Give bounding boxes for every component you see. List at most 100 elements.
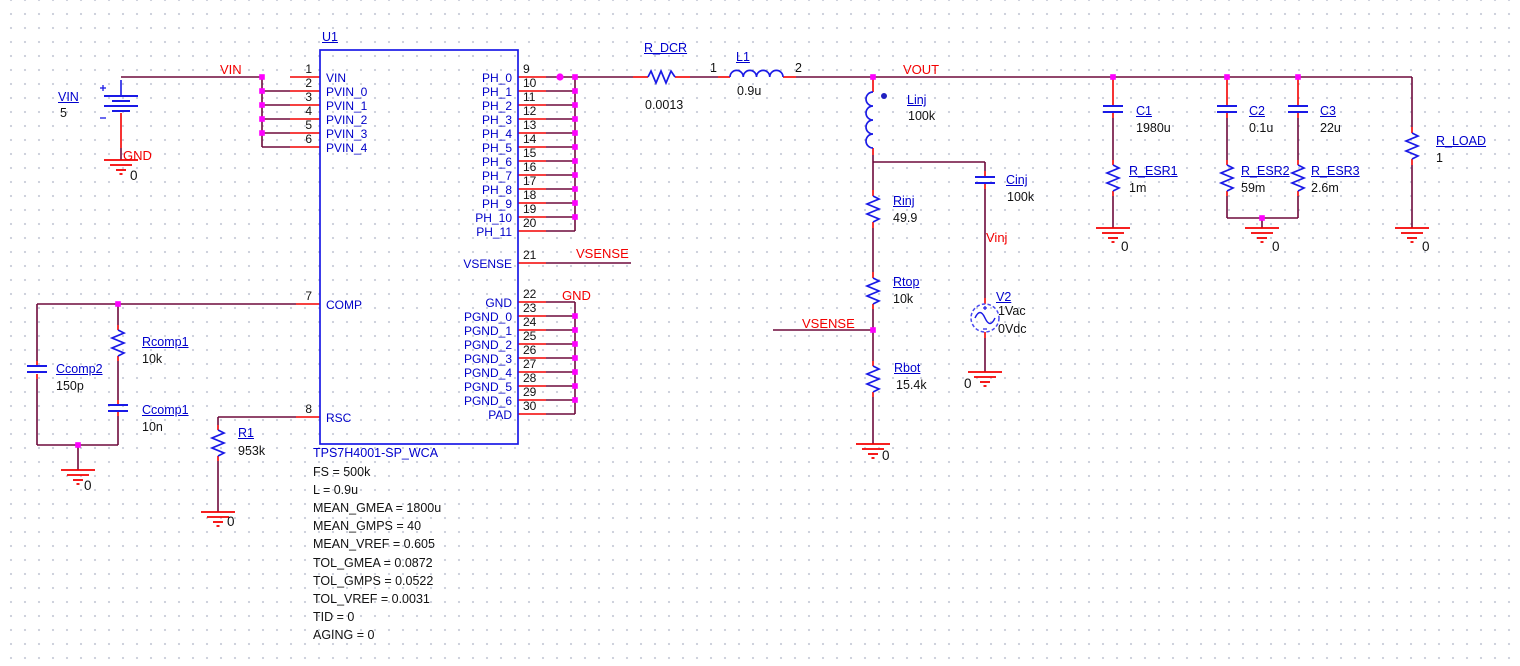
capacitor-c1-symbol — [1103, 105, 1123, 113]
u1-pin-name-pgnd_1: PGND_1 — [463, 324, 512, 338]
ground-symbols-layer[interactable] — [61, 159, 1429, 527]
u1-pin-name-ph_9: PH_9 — [481, 197, 512, 211]
u1-param-4: MEAN_VREF = 0.605 — [313, 537, 435, 552]
u1-pin-number-10: 10 — [523, 76, 537, 90]
u1-refdes[interactable]: U1 — [322, 30, 338, 44]
u1-pin-number-4: 4 — [305, 104, 312, 118]
c2-ref[interactable]: C2 — [1249, 104, 1265, 118]
u1-pin-name-ph_0: PH_0 — [481, 71, 512, 85]
r1-value[interactable]: 953k — [238, 444, 266, 458]
u1-pin-number-28: 28 — [523, 371, 537, 385]
component-symbols-layer[interactable] — [27, 68, 1421, 457]
v2-ref[interactable]: V2 — [996, 290, 1012, 304]
capacitor-ccomp2-symbol — [27, 365, 47, 373]
ccomp1-ref[interactable]: Ccomp1 — [142, 403, 189, 417]
c1-value[interactable]: 1980u — [1136, 121, 1171, 135]
u1-pin-number-18: 18 — [523, 188, 537, 202]
u1-pin-number-7: 7 — [305, 289, 312, 303]
u1-pin-name-pvin_1: PVIN_1 — [326, 99, 368, 113]
net-label-vout[interactable]: VOUT — [903, 62, 940, 77]
u1-pin-number-1: 1 — [305, 62, 312, 76]
resistor-r1-symbol — [209, 429, 227, 457]
u1-pin-number-17: 17 — [523, 174, 537, 188]
u1-pin-number-2: 2 — [305, 76, 312, 90]
u1-pin-number-19: 19 — [523, 202, 537, 216]
ground-comp — [61, 469, 95, 485]
u1-pin-name-ph_8: PH_8 — [481, 183, 512, 197]
cinj-value[interactable]: 100k — [1007, 190, 1035, 204]
u1-pin-number-25: 25 — [523, 329, 537, 343]
rinj-ref[interactable]: Rinj — [893, 194, 915, 208]
u1-pin-number-29: 29 — [523, 385, 537, 399]
l1-ref[interactable]: L1 — [736, 50, 750, 64]
rdcr-value[interactable]: 0.0013 — [645, 98, 684, 112]
rdcr-ref[interactable]: R_DCR — [644, 41, 688, 55]
rbot-ref[interactable]: Rbot — [894, 361, 921, 375]
r1-ref[interactable]: R1 — [238, 426, 254, 440]
u1-chip-body[interactable] — [319, 49, 519, 445]
linj-ref[interactable]: Linj — [907, 93, 927, 107]
vin-source-value[interactable]: 5 — [60, 106, 67, 120]
resistor-resr2-symbol — [1218, 164, 1236, 192]
u1-pin-name-ph_11: PH_11 — [476, 225, 512, 239]
net-label-gnd-pin22[interactable]: GND — [562, 288, 591, 303]
ccomp1-value[interactable]: 10n — [142, 420, 163, 434]
c2-value[interactable]: 0.1u — [1249, 121, 1274, 135]
c3-value[interactable]: 22u — [1320, 121, 1341, 135]
u1-pin-number-23: 23 — [523, 301, 537, 315]
u1-pin-number-13: 13 — [523, 118, 537, 132]
net-label-vin[interactable]: VIN — [220, 62, 242, 77]
u1-param-3: MEAN_GMPS = 40 — [313, 519, 422, 534]
vin-source-ref[interactable]: VIN — [58, 90, 79, 104]
net-label-vinj[interactable]: Vinj — [986, 230, 1008, 245]
net-label-vsense-pin21[interactable]: VSENSE — [576, 246, 629, 261]
v2-value-ac[interactable]: 1Vac — [998, 304, 1026, 318]
ccomp2-value[interactable]: 150p — [56, 379, 84, 393]
rbot-value[interactable]: 15.4k — [896, 378, 927, 392]
vin-battery-symbol — [100, 80, 138, 119]
l1-pin1-number: 1 — [710, 61, 717, 75]
resistor-resr1-symbol — [1104, 164, 1122, 192]
rload-value[interactable]: 1 — [1436, 151, 1443, 165]
rtop-value[interactable]: 10k — [893, 292, 914, 306]
u1-pin-name-pgnd_2: PGND_2 — [463, 338, 512, 352]
rcomp1-ref[interactable]: Rcomp1 — [142, 335, 189, 349]
c1-ref[interactable]: C1 — [1136, 104, 1152, 118]
rinj-value[interactable]: 49.9 — [893, 211, 918, 225]
ground-0-label-rbot: 0 — [882, 448, 890, 463]
resistor-rcomp1-symbol — [109, 329, 127, 357]
pin-stubs-layer[interactable] — [36, 76, 1413, 461]
cinj-ref[interactable]: Cinj — [1006, 173, 1028, 187]
u1-pin-number-24: 24 — [523, 315, 537, 329]
u1-pin-name-pgnd_4: PGND_4 — [463, 366, 512, 380]
net-label-gnd-source[interactable]: GND — [123, 148, 152, 163]
u1-param-6: TOL_GMPS = 0.0522 — [313, 573, 434, 588]
u1-param-5: TOL_GMEA = 0.0872 — [313, 555, 433, 570]
resr1-ref[interactable]: R_ESR1 — [1129, 164, 1178, 178]
l1-value[interactable]: 0.9u — [737, 84, 762, 98]
v2-value-dc[interactable]: 0Vdc — [998, 322, 1027, 336]
resr2-ref[interactable]: R_ESR2 — [1241, 164, 1290, 178]
u1-pin-number-21: 21 — [523, 248, 537, 262]
u1-pin-name-vin: VIN — [326, 71, 347, 85]
u1-pin-number-14: 14 — [523, 132, 537, 146]
rload-ref[interactable]: R_LOAD — [1436, 134, 1487, 148]
u1-pin-name-ph_1: PH_1 — [481, 85, 512, 99]
u1-pin-number-8: 8 — [305, 402, 312, 416]
capacitor-c2-symbol — [1217, 105, 1237, 113]
ground-c1 — [1096, 227, 1130, 243]
resr3-value[interactable]: 2.6m — [1311, 181, 1339, 195]
linj-value[interactable]: 100k — [908, 109, 936, 123]
ground-0-label-v2: 0 — [964, 376, 972, 391]
rtop-ref[interactable]: Rtop — [893, 275, 920, 289]
u1-pin-number-27: 27 — [523, 357, 537, 371]
resr2-value[interactable]: 59m — [1241, 181, 1266, 195]
c3-ref[interactable]: C3 — [1320, 104, 1336, 118]
resr1-value[interactable]: 1m — [1129, 181, 1147, 195]
resr3-ref[interactable]: R_ESR3 — [1311, 164, 1360, 178]
wires-layer[interactable] — [36, 76, 1413, 512]
net-label-vsense-divider[interactable]: VSENSE — [802, 316, 855, 331]
ccomp2-ref[interactable]: Ccomp2 — [56, 362, 103, 376]
rcomp1-value[interactable]: 10k — [142, 352, 163, 366]
u1-model-name[interactable]: TPS7H4001-SP_WCA — [313, 446, 439, 460]
